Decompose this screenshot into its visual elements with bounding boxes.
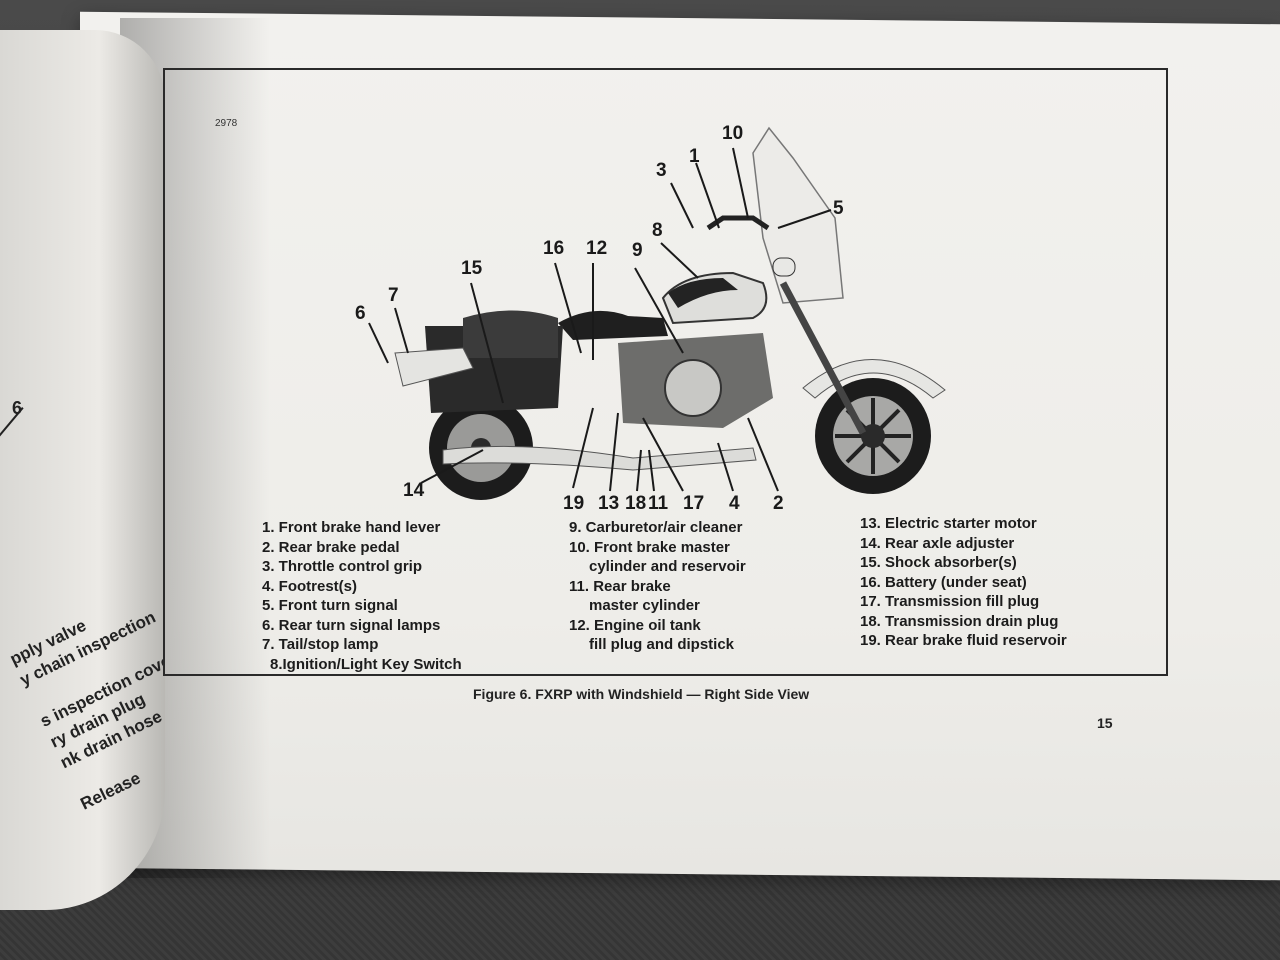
tank-stripe: [668, 278, 738, 308]
seat: [558, 310, 668, 340]
legend-column-3: 13. Electric starter motor 14. Rear axle…: [860, 514, 1067, 651]
callout-label: 19: [563, 493, 585, 514]
legend-item: 14. Rear axle adjuster: [860, 534, 1015, 552]
legend-item: 7. Tail/stop lamp: [262, 636, 379, 653]
legend-item: 11. Rear brake: [569, 577, 671, 595]
legend-column-2: 9. Carburetor/air cleaner 10. Front brak…: [569, 518, 746, 655]
legend-item: 8.Ignition/Light Key Switch: [270, 655, 462, 673]
callout-label: 11: [648, 493, 669, 514]
motorcycle-illustration: [368, 126, 946, 500]
headlight: [772, 257, 796, 277]
air-cleaner: [664, 359, 722, 417]
front-fork: [779, 281, 867, 435]
legend-item: 12. Engine oil tank: [569, 616, 701, 634]
legend-column-1: 1. Front brake hand lever 2. Rear brake …: [262, 518, 462, 674]
callout-label: 2: [773, 493, 784, 514]
figure-number: 2978: [215, 118, 238, 129]
callout-label: 17: [683, 493, 705, 514]
legend-item: 6. Rear turn signal lamps: [262, 616, 441, 634]
legend-item: 3. Throttle control grip: [262, 558, 422, 575]
callout-label: 6: [355, 303, 366, 324]
legend-item: 5. Front turn signal: [262, 597, 398, 614]
front-wheel-icon: [815, 378, 931, 494]
exhaust-pipe: [442, 445, 757, 471]
left-page-callout: 6: [12, 398, 23, 418]
callout-label: 8: [652, 220, 663, 241]
callout-label: 16: [543, 238, 565, 259]
callout-label: 4: [729, 493, 740, 514]
callout-label: 12: [586, 238, 608, 259]
callout-label: 18: [625, 493, 647, 514]
legend-item: cylinder and reservoir: [589, 558, 746, 575]
legend-item: 13. Electric starter motor: [860, 515, 1037, 532]
legend-item: 2. Rear brake pedal: [262, 538, 400, 556]
callout-label: 15: [461, 258, 483, 279]
legend-item: 16. Battery (under seat): [860, 573, 1027, 591]
legend-item: master cylinder: [589, 597, 700, 614]
handlebar: [706, 215, 770, 231]
left-page: 6 pply valve y chain inspection s inspec…: [0, 30, 165, 910]
legend-item: 4. Footrest(s): [262, 577, 358, 595]
callout-label: 1: [689, 146, 700, 167]
callout-label: 3: [656, 160, 667, 181]
legend-item: fill plug and dipstick: [589, 636, 735, 653]
windshield: [752, 126, 844, 304]
legend-item: 10. Front brake master: [569, 538, 730, 556]
left-page-text: pply valve y chain inspection s inspecti…: [6, 580, 165, 816]
figure-caption: Figure 6. FXRP with Windshield — Right S…: [473, 686, 810, 702]
callout-label: 14: [403, 480, 425, 501]
callout-label: 10: [722, 123, 744, 144]
legend-item: 9. Carburetor/air cleaner: [569, 519, 743, 536]
trunk: [463, 310, 558, 358]
legend-item: 1. Front brake hand lever: [262, 519, 441, 536]
legend-item: 15. Shock absorber(s): [860, 554, 1017, 571]
legend-item: 17. Transmission fill plug: [860, 593, 1040, 610]
legend-item: 18. Transmission drain plug: [860, 612, 1059, 630]
figure-frame: [163, 68, 1168, 676]
callout-label: 9: [632, 240, 643, 261]
leader-lines: [368, 147, 832, 492]
rear-fender: [394, 347, 474, 387]
legend-item: 19. Rear brake fluid reservoir: [860, 632, 1067, 649]
callout-label: 13: [598, 493, 620, 514]
callout-label: 7: [388, 285, 399, 306]
callout-label: 5: [833, 198, 844, 219]
front-fender: [802, 359, 946, 399]
page-number: 15: [1097, 715, 1113, 731]
